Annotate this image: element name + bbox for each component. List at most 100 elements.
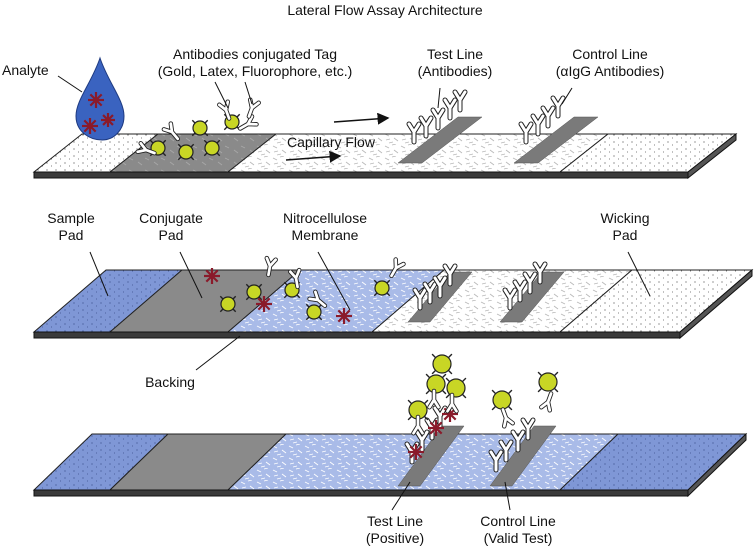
nitrocellulose-label: Nitrocellulose Membrane xyxy=(270,210,380,244)
backing-side xyxy=(687,432,747,498)
conjugate-antibody-top-1 xyxy=(135,141,157,156)
analyte-mid-2 xyxy=(336,308,352,324)
test-antibody-top-2 xyxy=(430,107,446,131)
analyte-star-3 xyxy=(101,113,115,127)
conjugate-antibody-top-3 xyxy=(237,114,259,131)
control-antibody-top-2 xyxy=(540,105,556,129)
analyte-star-1 xyxy=(88,92,104,108)
conjugate-pointer-a xyxy=(214,81,229,109)
flow-arrow-2 xyxy=(285,150,342,163)
test-line-bottom-pointer xyxy=(391,481,411,511)
control-line-bottom-label: Control Line (Valid Test) xyxy=(458,513,578,547)
backing-pointer xyxy=(195,335,241,371)
conjugate-particle-mid-1 xyxy=(245,283,263,301)
control-antibody-top-1 xyxy=(530,113,546,137)
control-antibody-mid-0 xyxy=(502,287,518,311)
analyte-label: Analyte xyxy=(2,62,49,78)
sample-pad-label: Sample Pad xyxy=(36,210,106,244)
backing-edge xyxy=(33,489,689,497)
test-line-bottom-label: Test Line (Positive) xyxy=(345,513,445,547)
conjugate-pad-line-2: Pad xyxy=(158,227,184,243)
test-line-bottom-line-1: Test Line xyxy=(366,513,424,529)
control-line-bottom-line-1: Control Line xyxy=(480,513,556,529)
control-line-top-label: Control Line (αIgG Antibodies) xyxy=(540,46,680,80)
control-antibody-bottom-0 xyxy=(488,449,504,473)
control-line-top-line-1: Control Line xyxy=(572,46,648,62)
conjugate-antibody-top-4 xyxy=(246,97,261,119)
control-line-band-top xyxy=(513,116,599,164)
detection-antibody-control-1 xyxy=(539,391,554,413)
control-line-bottom-pointer xyxy=(504,481,511,511)
backing-side xyxy=(687,132,737,180)
conjugate-pointer-b xyxy=(244,81,253,105)
analyte-bottom-1 xyxy=(428,420,444,436)
control-line-top-line-2: (αIgG Antibodies) xyxy=(555,63,665,79)
backing-edge xyxy=(33,171,689,179)
strip-mid xyxy=(32,268,754,340)
conjugate-particle-top-2 xyxy=(203,139,221,157)
conjugated-tag-line-2: (Gold, Latex, Fluorophore, etc.) xyxy=(157,63,353,79)
sample-pad-line-2: Pad xyxy=(58,227,84,243)
conjugate-pad-pointer xyxy=(179,251,203,299)
test-antibody-bottom-1 xyxy=(414,429,430,453)
backing-side xyxy=(679,268,753,340)
test-line-band-bottom xyxy=(397,425,465,487)
detection-antibody-control-0 xyxy=(500,407,515,429)
conjugate-particle-top-1 xyxy=(177,143,195,161)
control-antibody-mid-3 xyxy=(532,261,548,285)
conjugate-pad-label: Conjugate Pad xyxy=(126,210,216,244)
test-antibody-top-3 xyxy=(442,97,458,121)
wicking-pad-label: Wicking Pad xyxy=(585,210,665,244)
control-antibody-bottom-3 xyxy=(520,417,536,441)
test-antibody-top-4 xyxy=(452,89,468,113)
nitrocellulose-pointer xyxy=(317,251,351,311)
nitrocellulose-line-1: Nitrocellulose xyxy=(282,210,368,226)
analyte-bottom-0 xyxy=(408,444,424,460)
control-antibody-bottom-2 xyxy=(510,429,526,453)
control-antibody-top-0 xyxy=(518,121,534,145)
diagram-title: Lateral Flow Assay Architecture xyxy=(287,2,483,18)
test-antibody-mid-2 xyxy=(432,275,448,299)
conjugate-pad-line-1: Conjugate xyxy=(139,210,203,226)
test-antibody-mid-3 xyxy=(442,263,458,287)
detection-antibody-test-1 xyxy=(427,388,441,410)
conjugate-antibody-top-0 xyxy=(161,121,181,142)
capillary-flow-label: Capillary Flow xyxy=(287,134,375,150)
control-antibody-mid-2 xyxy=(522,271,538,295)
analyte-pointer xyxy=(57,75,83,93)
control-antibody-mid-1 xyxy=(512,279,528,303)
control-line-top-pointer xyxy=(561,87,573,105)
conjugate-antibody-mid-1 xyxy=(288,267,302,290)
strip-bottom xyxy=(32,432,748,498)
captured-particle-control-0 xyxy=(491,389,513,411)
wicking-pad-line-1: Wicking xyxy=(600,210,650,226)
test-line-bottom-line-2: (Positive) xyxy=(365,530,425,546)
test-antibody-top-1 xyxy=(418,115,434,139)
control-line-bottom-line-2: (Valid Test) xyxy=(483,530,553,546)
test-line-band-top xyxy=(397,116,483,164)
conjugate-particle-mid-3 xyxy=(305,303,323,321)
captured-particle-test-1 xyxy=(425,373,447,395)
conjugated-tag-line-1: Antibodies conjugated Tag xyxy=(173,46,337,62)
conjugate-antibody-mid-2 xyxy=(389,257,406,279)
analyte-mid-0 xyxy=(204,268,220,284)
control-antibody-bottom-1 xyxy=(498,439,514,463)
captured-particle-test-2 xyxy=(431,353,453,375)
captured-particle-test-3 xyxy=(445,377,467,399)
conjugate-particle-mid-4 xyxy=(373,279,391,297)
conjugate-particle-mid-0 xyxy=(219,295,237,313)
detection-antibody-test-2 xyxy=(445,392,459,414)
test-line-top-line-1: Test Line xyxy=(426,46,484,62)
test-antibody-top-0 xyxy=(406,121,422,145)
analyte-star-2 xyxy=(82,118,98,134)
test-line-top-line-2: (Antibodies) xyxy=(417,63,493,79)
conjugated-tag-label: Antibodies conjugated Tag (Gold, Latex, … xyxy=(130,46,380,80)
conjugate-particle-top-3 xyxy=(191,119,209,137)
test-line-top-pointer xyxy=(437,87,441,109)
conjugate-antibody-mid-0 xyxy=(264,255,278,278)
conjugate-antibody-mid-3 xyxy=(307,289,328,309)
nitrocellulose-line-2: Membrane xyxy=(291,227,359,243)
test-line-top-label: Test Line (Antibodies) xyxy=(400,46,510,80)
